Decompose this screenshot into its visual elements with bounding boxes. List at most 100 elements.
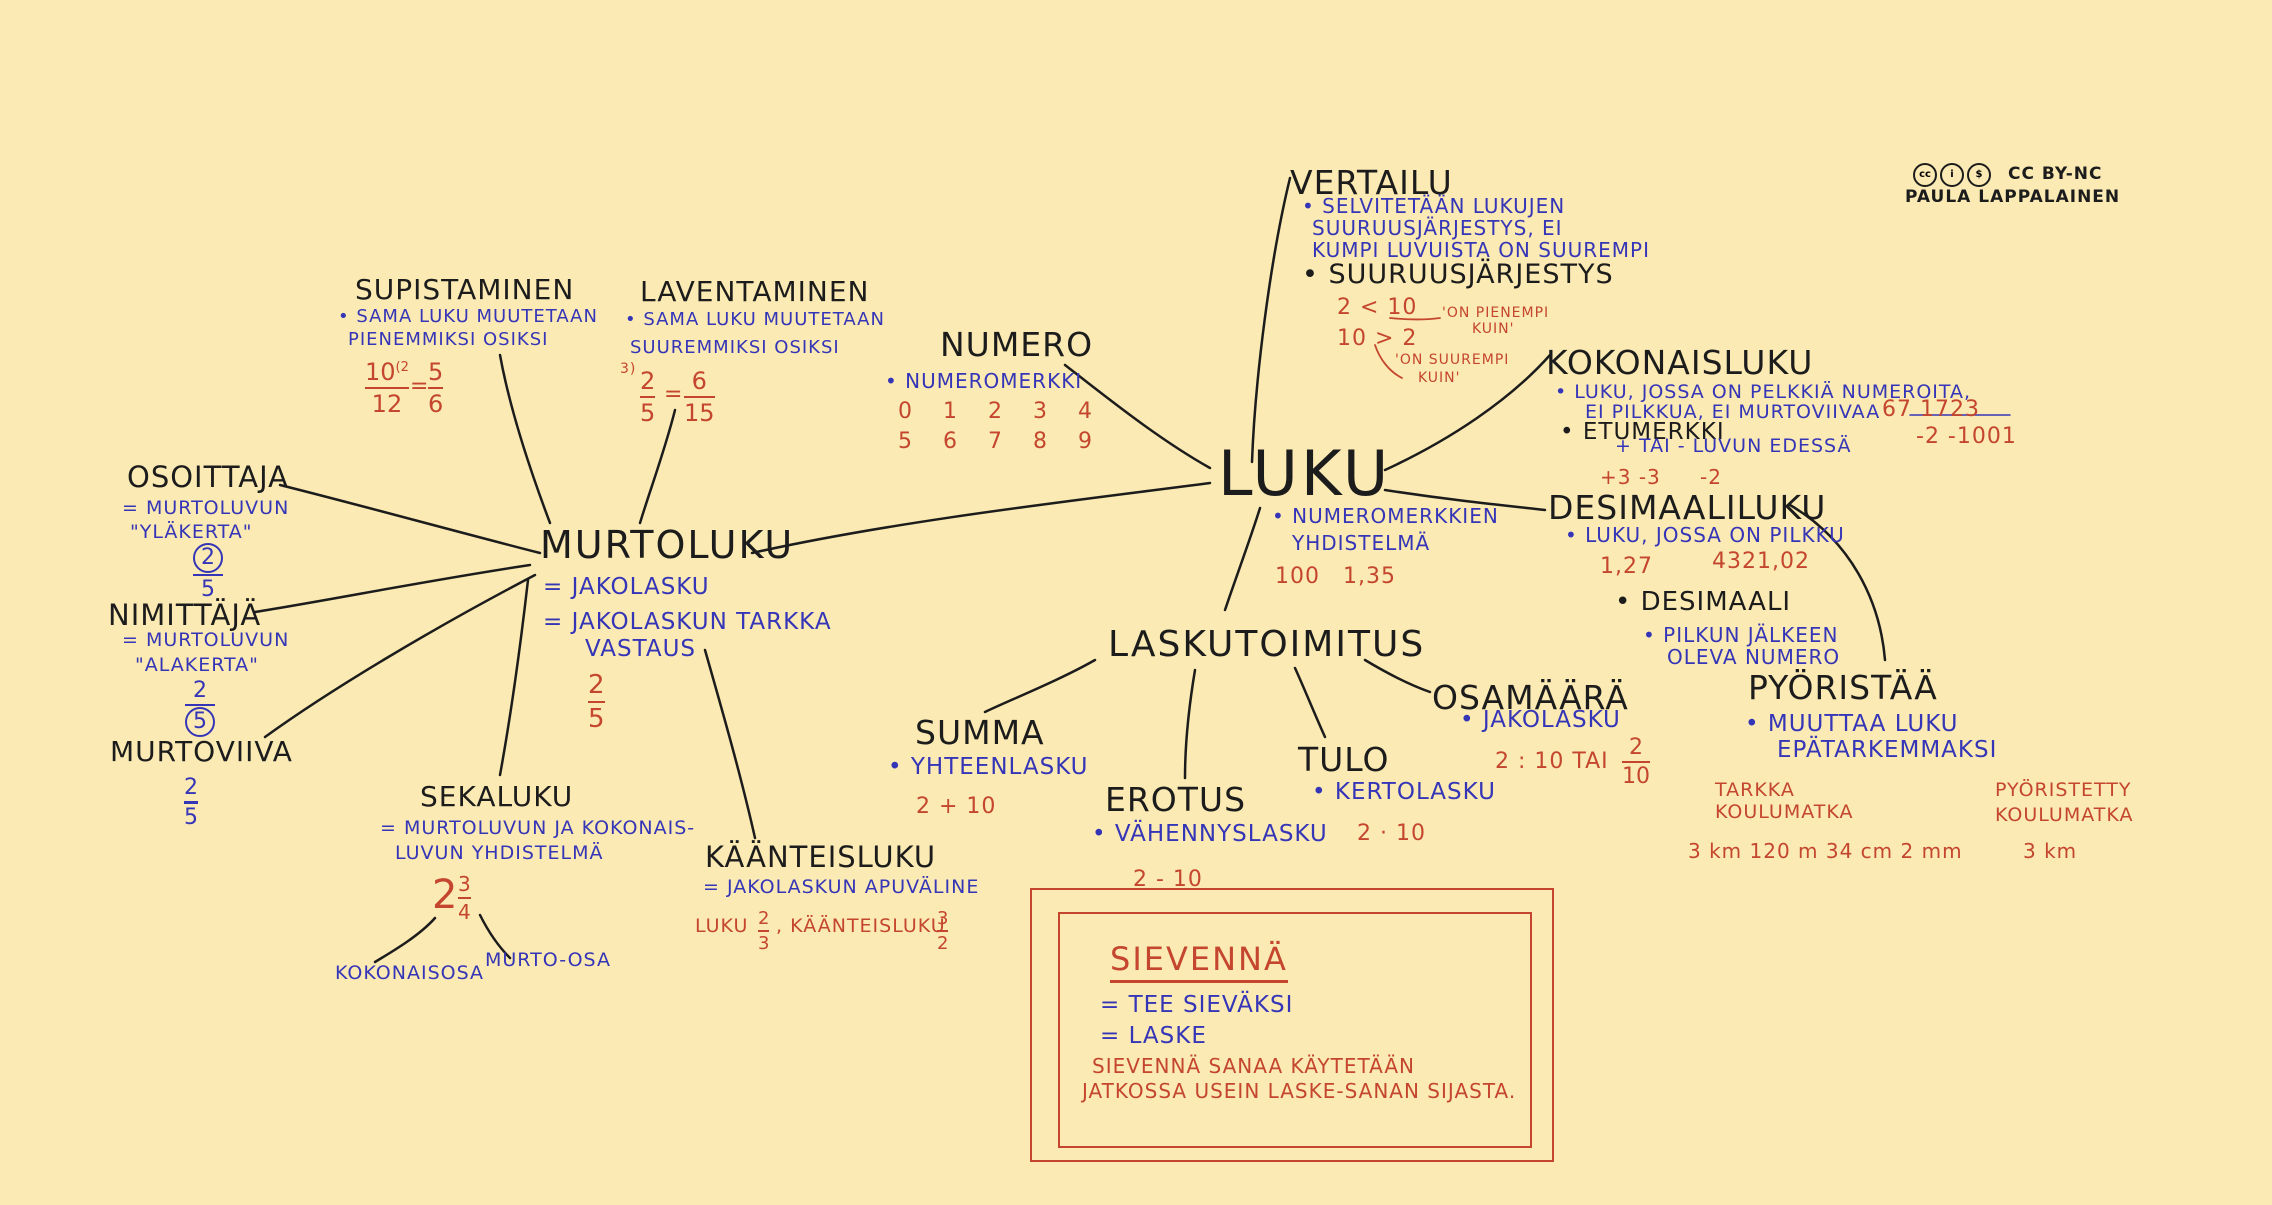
- nimittaja-def1: = MURTOLUVUN: [122, 629, 290, 651]
- pyoristaa-def2: EPÄTARKEMMAKSI: [1777, 737, 1998, 763]
- murtoluku-fraction: 2 5: [588, 670, 605, 734]
- kaanteisluku-title: KÄÄNTEISLUKU: [705, 840, 937, 874]
- fraction-bar: [758, 930, 770, 932]
- sievenna-outer-box: [1030, 888, 1554, 1162]
- fraction-bar: [193, 574, 223, 576]
- by-icon: i: [1940, 163, 1964, 187]
- laventaminen-n1: 2: [640, 367, 656, 395]
- desimaaliluku-ex1: 1,27: [1600, 554, 1653, 579]
- connector-luku-laskutoimitus: [1223, 506, 1262, 612]
- connector-murtoluku-osoittaja: [278, 483, 542, 555]
- connector-desimaaliluku-pyoristaa: [1788, 503, 1887, 662]
- laventaminen-eq: =: [664, 382, 684, 407]
- desimaaliluku-ex2: 4321,02: [1712, 549, 1810, 574]
- osamaara-num: 2: [1629, 735, 1643, 760]
- fraction-bar: [184, 801, 198, 804]
- vertailu-ex1-note1: 'ON PIENEMPI: [1442, 305, 1550, 321]
- supistaminen-n2: 5: [428, 358, 444, 386]
- murtoviiva-title: MURTOVIIVA: [110, 735, 293, 768]
- luku-title: LUKU: [1218, 437, 1392, 510]
- vertailu-def1: • SELVITETÄÄN LUKUJEN: [1302, 194, 1566, 218]
- desimaaliluku-title: DESIMAALILUKU: [1548, 488, 1827, 527]
- vertailu-ex1: 2 < 10: [1337, 295, 1418, 320]
- pyoristaa-right1: PYÖRISTETTY: [1995, 779, 2132, 801]
- supistaminen-title: SUPISTAMINEN: [355, 273, 575, 306]
- kaanteisluku-ex2: , KÄÄNTEISLUKU: [776, 915, 946, 937]
- cc-icon: cc: [1913, 163, 1937, 187]
- osoittaja-num: 2: [193, 543, 223, 573]
- osamaara-ex: 2 : 10 TAI: [1495, 749, 1609, 774]
- supistaminen-frac2: 5 6: [428, 358, 444, 418]
- sekaluku-def2: LUVUN YHDISTELMÄ: [395, 842, 604, 864]
- summa-title: SUMMA: [915, 713, 1045, 752]
- vertailu-ex2: 10 > 2: [1337, 326, 1418, 351]
- supistaminen-eq: =: [410, 374, 430, 399]
- laventaminen-sup: 3): [620, 361, 637, 377]
- connector-sekaluku-kokonaisosa: [373, 916, 437, 964]
- osoittaja-num-circle: 2: [193, 543, 223, 573]
- sekaluku-whole: 2: [432, 872, 459, 918]
- fraction-bar: [185, 704, 215, 706]
- supistaminen-def1: • SAMA LUKU MUUTETAAN: [338, 306, 598, 327]
- connector-luku-kokonaisluku: [1383, 353, 1552, 472]
- vertailu-def2: SUURUUSJÄRJESTYS, EI: [1312, 216, 1563, 240]
- pyoristaa-left1: TARKKA: [1715, 779, 1795, 801]
- erotus-def: • VÄHENNYSLASKU: [1092, 821, 1328, 847]
- vertailu-ex1-note2: KUIN': [1472, 321, 1515, 337]
- pyoristaa-leftval: 3 km 120 m 34 cm 2 mm: [1688, 839, 1963, 863]
- pyoristaa-def1: • MUUTTAA LUKU: [1745, 711, 1959, 737]
- license-text: CC BY-NC: [2008, 164, 2103, 184]
- sekaluku-title: SEKALUKU: [420, 780, 574, 813]
- kaanteisluku-n1: 2: [758, 908, 770, 929]
- murtoviiva-num: 2: [184, 775, 198, 800]
- sievenna-title: SIEVENNÄ: [1110, 940, 1288, 983]
- murtoluku-title: MURTOLUKU: [540, 523, 795, 567]
- connector-laskutoimitus-osamaara: [1363, 658, 1432, 694]
- vertailu-ex2-note1: 'ON SUUREMPI: [1395, 352, 1510, 368]
- arrow-pienempi: [1389, 317, 1441, 321]
- fraction-bar: [428, 387, 444, 389]
- luku-def: • NUMEROMERKKIEN: [1272, 504, 1499, 528]
- supistaminen-n1-value: 10: [365, 358, 396, 386]
- murtoviiva-den: 5: [184, 805, 198, 830]
- laventaminen-frac2: 6 15: [684, 367, 715, 427]
- sievenna-note2: JATKOSSA USEIN LASKE-SANAN SIJASTA.: [1082, 1079, 1517, 1103]
- sekaluku-num: 3: [458, 872, 471, 896]
- sekaluku-fraction: 3 4: [458, 872, 471, 924]
- laventaminen-d1: 5: [640, 399, 656, 427]
- pyoristaa-right2: KOULUMATKA: [1995, 804, 2134, 826]
- summa-def: • YHTEENLASKU: [888, 754, 1089, 780]
- laskutoimitus-title: LASKUTOIMITUS: [1108, 624, 1426, 665]
- kokonaisluku-def2: EI PILKKUA, EI MURTOVIIVAA: [1585, 401, 1881, 423]
- supistaminen-d1: 12: [371, 390, 403, 418]
- sievenna-note1: SIEVENNÄ SANAA KÄYTETÄÄN: [1092, 1054, 1416, 1078]
- nc-icon: $: [1967, 163, 1991, 187]
- desimaali-title: • DESIMAALI: [1615, 587, 1792, 617]
- murtoluku-def1: = JAKOLASKU: [543, 574, 710, 600]
- murtoluku-num: 2: [588, 670, 605, 700]
- numero-row1: 0 1 2 3 4: [898, 399, 1104, 424]
- sekaluku-def1: = MURTOLUVUN JA KOKONAIS-: [380, 817, 696, 839]
- murtoluku-def2: = JAKOLASKUN TARKKA: [543, 609, 832, 635]
- kaanteisluku-ex1: LUKU: [695, 915, 749, 937]
- supistaminen-n1: 10(2: [365, 358, 409, 386]
- etumerkki-ex1: +3 -3: [1600, 465, 1661, 489]
- laventaminen-title: LAVENTAMINEN: [640, 275, 870, 308]
- murtoluku-def3: VASTAUS: [585, 636, 697, 662]
- tulo-def: • KERTOLASKU: [1312, 779, 1496, 805]
- pyoristaa-left2: KOULUMATKA: [1715, 801, 1854, 823]
- kaanteisluku-frac2: 3 2: [937, 908, 949, 954]
- connector-murtoluku-kaanteisluku: [703, 648, 757, 840]
- license-author: PAULA LAPPALAINEN: [1905, 187, 2121, 207]
- osoittaja-def2: "YLÄKERTA": [130, 521, 253, 543]
- nimittaja-den-circle: 5: [185, 707, 215, 737]
- desimaali-def1: • PILKUN JÄLKEEN: [1643, 623, 1839, 647]
- luku-ex2: 1,35: [1343, 564, 1396, 589]
- laventaminen-def1: • SAMA LUKU MUUTETAAN: [625, 309, 885, 330]
- connector-luku-numero: [1063, 363, 1212, 470]
- osoittaja-title: OSOITTAJA: [127, 460, 290, 494]
- luku-def2: YHDISTELMÄ: [1292, 531, 1431, 555]
- pyoristaa-title: PYÖRISTÄÄ: [1748, 668, 1938, 707]
- murtoviiva-fraction: 2 5: [184, 775, 198, 830]
